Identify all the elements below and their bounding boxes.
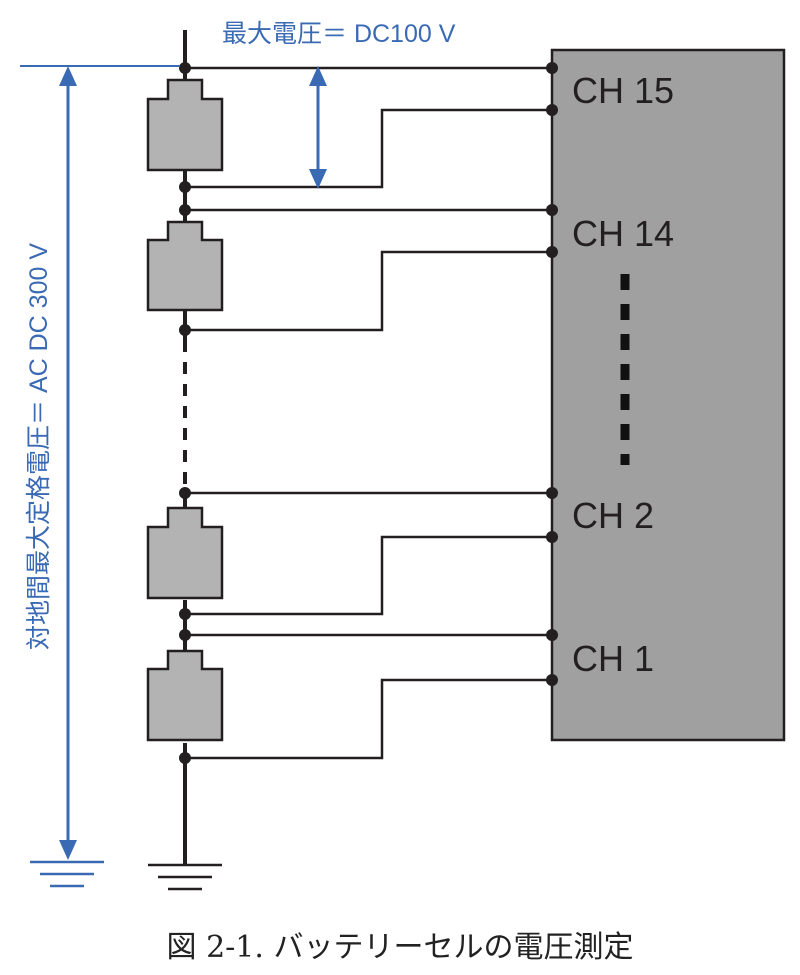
channel-label-ch15: CH 15 xyxy=(572,70,674,111)
channel-label-ch14: CH 14 xyxy=(572,213,674,254)
measurement-wires xyxy=(185,66,552,760)
battery-cell xyxy=(146,506,224,600)
battery-cell xyxy=(146,649,224,742)
ground-rating-indicator xyxy=(20,65,180,860)
battery-cells xyxy=(146,78,224,742)
battery-cell xyxy=(146,78,224,172)
battery-cell xyxy=(146,220,224,312)
ground-symbol-icon xyxy=(148,863,222,891)
instrument-box xyxy=(550,48,786,742)
channel-label-ch1: CH 1 xyxy=(572,638,654,679)
junction-dots xyxy=(179,62,558,764)
figure-caption: 図 2-1. バッテリーセルの電圧測定 xyxy=(166,930,634,965)
max-voltage-label: 最大電圧＝ DC100 V xyxy=(222,20,456,48)
channel-label-ch2: CH 2 xyxy=(572,495,654,536)
ground-symbol-icon xyxy=(30,860,104,888)
arrow-double-icon xyxy=(309,66,327,189)
ground-rating-label: 対地間最大定格電圧＝ AC DC 300 V xyxy=(25,243,53,650)
